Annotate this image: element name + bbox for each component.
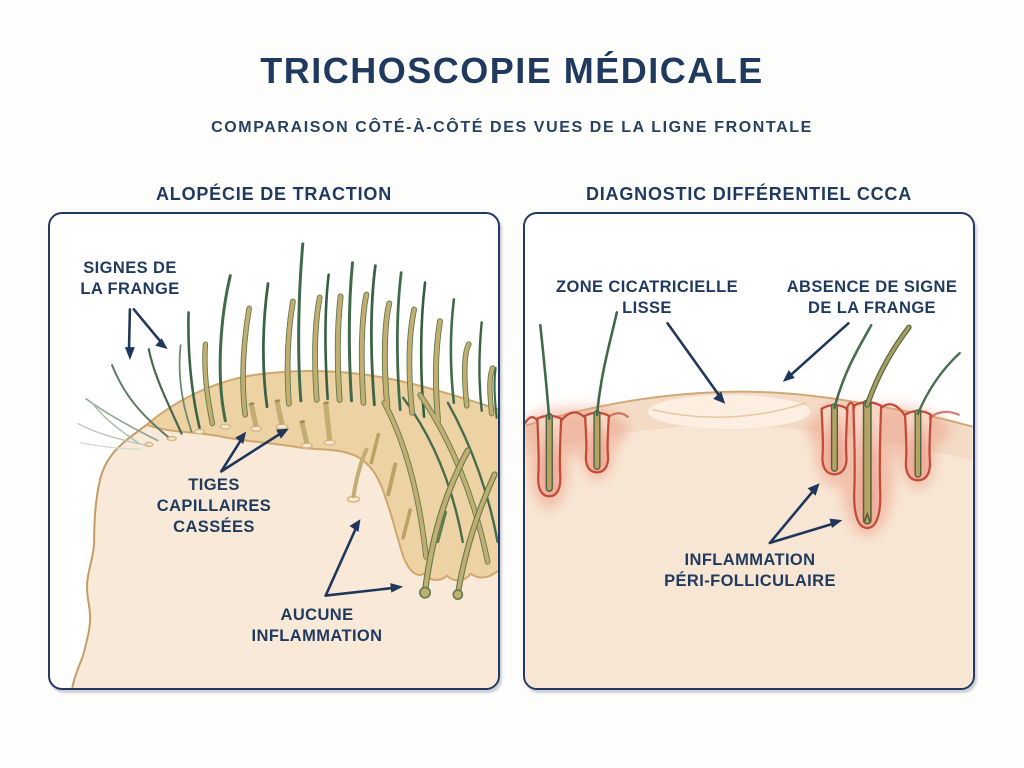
ccca-panel: ZONE CICATRICIELLE LISSE ABSENCE DE SIGN… <box>523 212 975 690</box>
terminal-hairs-khaki <box>202 291 496 565</box>
label-fringe-sign: SIGNES DE LA FRANGE <box>80 259 180 298</box>
label-no-inflammation: AUCUNE INFLAMMATION <box>251 606 383 645</box>
annotation-arrows <box>124 308 404 597</box>
smooth-scar-zone <box>647 394 811 429</box>
fringe-hairs <box>77 344 193 451</box>
traction-alopecia-illustration <box>71 242 498 688</box>
hair-shafts <box>539 311 961 525</box>
right-panel-heading: DIAGNOSTIC DIFFÉRENTIEL CCCA <box>585 184 913 204</box>
label-no-fringe-sign: ABSENCE DE SIGNE DE LA FRANGE <box>786 278 958 317</box>
page-subtitle: COMPARAISON CÔTÉ-À-CÔTÉ DES VUES DE LA L… <box>211 119 813 136</box>
ccca-illustration <box>525 311 973 688</box>
page-title: TRICHOSCOPIE MÉDICALE <box>260 50 764 91</box>
follicle-pores <box>144 423 361 503</box>
traction-alopecia-panel: SIGNES DE LA FRANGE TIGES CAPILLAIRES CA… <box>48 212 500 690</box>
broken-hair-shafts <box>248 399 369 499</box>
hair-segments-in-band <box>369 432 448 544</box>
label-smooth-scar-zone: ZONE CICATRICIELLE LISSE <box>556 278 738 317</box>
hair-bulbs-no-inflammation <box>419 447 498 600</box>
label-perifollicular-inflammation: INFLAMMATION PÉRI-FOLLICULAIRE <box>664 551 836 590</box>
inflamed-surface-arcs <box>525 401 960 424</box>
label-broken-hair-shafts: TIGES CAPILLAIRES CASSÉES <box>156 476 272 536</box>
left-panel-heading: ALOPÉCIE DE TRACTION <box>155 184 392 204</box>
annotation-arrows <box>666 322 850 545</box>
